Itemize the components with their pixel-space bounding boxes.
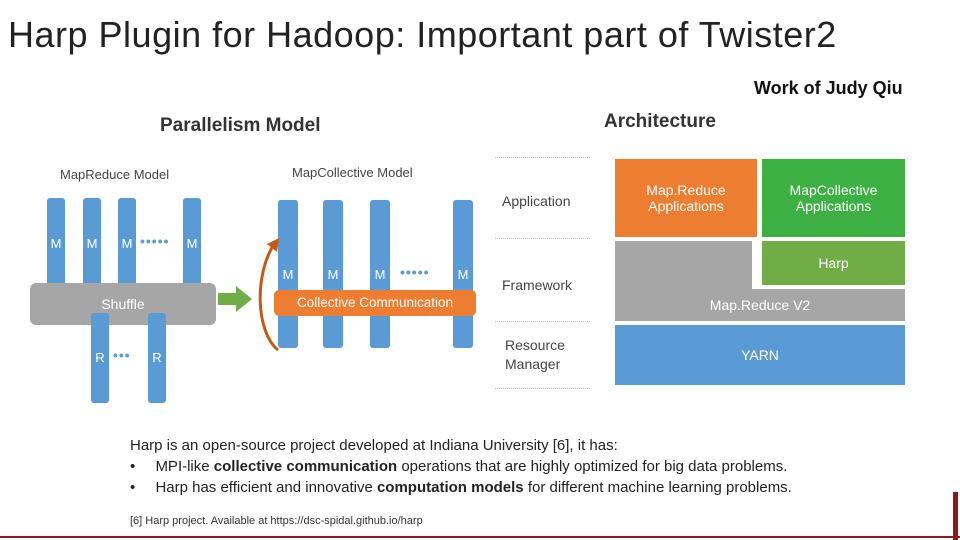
collective-mapper-label: M bbox=[374, 267, 386, 282]
layer-resource-line1: Resource bbox=[505, 337, 565, 353]
mapreduce-v2-box: Map.Reduce V2 bbox=[615, 289, 905, 321]
collective-mapper-ellipsis: ••••• bbox=[400, 264, 430, 280]
curved-arrow-icon bbox=[258, 238, 280, 352]
mapper-label: M bbox=[121, 236, 133, 251]
reducer-label: R bbox=[95, 350, 105, 365]
layer-divider bbox=[495, 321, 590, 322]
mapcollective-applications-box: MapCollective Applications bbox=[762, 159, 905, 237]
collective-mapper-label: M bbox=[327, 267, 339, 282]
layer-application: Application bbox=[502, 193, 571, 209]
reducer-label: R bbox=[152, 350, 162, 365]
mapper-label: M bbox=[86, 236, 98, 251]
layer-divider bbox=[495, 388, 590, 389]
mapcollective-model-label: MapCollective Model bbox=[292, 165, 413, 180]
mapper-ellipsis: ••••• bbox=[140, 233, 170, 249]
bullet-char: • bbox=[130, 479, 136, 496]
collective-communication-block: Collective Communication bbox=[274, 290, 476, 316]
mapper-label: M bbox=[50, 236, 62, 251]
yarn-box: YARN bbox=[615, 325, 905, 385]
collective-mapper-label: M bbox=[457, 267, 469, 282]
bullet-char: • bbox=[130, 458, 136, 475]
slide-title: Harp Plugin for Hadoop: Important part o… bbox=[8, 14, 837, 55]
bullet-1: • MPI-like collective communication oper… bbox=[130, 458, 787, 475]
architecture-heading: Architecture bbox=[604, 111, 716, 132]
description-intro: Harp is an open-source project developed… bbox=[130, 437, 618, 454]
mapper-bar bbox=[83, 198, 101, 288]
layer-resource-line2: Manager bbox=[505, 356, 561, 372]
reducer-ellipsis: ••• bbox=[113, 347, 131, 363]
mapper-bar bbox=[118, 198, 136, 288]
reference-text: [6] Harp project. Available at https://d… bbox=[130, 515, 423, 527]
bullet-2-pre: Harp has efficient and innovative bbox=[155, 479, 377, 496]
mapreduce-applications-box: Map.Reduce Applications bbox=[615, 159, 757, 237]
parallelism-heading: Parallelism Model bbox=[160, 115, 321, 136]
harp-box: Harp bbox=[762, 241, 905, 285]
mapper-label: M bbox=[186, 236, 198, 251]
bullet-2-post: for different machine learning problems. bbox=[523, 479, 792, 496]
reducer-bar bbox=[91, 313, 109, 403]
bottom-rule bbox=[0, 536, 960, 538]
bullet-2-bold: computation models bbox=[376, 479, 524, 496]
mapreduce-model-label: MapReduce Model bbox=[60, 167, 170, 182]
right-arrow-icon bbox=[218, 286, 252, 312]
collective-mapper-label: M bbox=[282, 267, 294, 282]
mapper-bar bbox=[47, 198, 65, 288]
layer-divider bbox=[495, 238, 590, 239]
shuffle-block: Shuffle bbox=[30, 283, 216, 325]
mapcollective-applications-line1: MapCollective bbox=[789, 182, 878, 198]
layer-divider bbox=[495, 157, 590, 158]
attribution: Work of Judy Qiu bbox=[754, 78, 903, 98]
bullet-1-bold: collective communication bbox=[213, 458, 398, 475]
accent-bar bbox=[953, 492, 958, 540]
mapreduce-applications-line2: Applications bbox=[648, 198, 724, 214]
mapper-bar bbox=[183, 198, 201, 288]
reducer-bar bbox=[148, 313, 166, 403]
bullet-2: • Harp has efficient and innovative comp… bbox=[130, 479, 792, 496]
mapreduce-applications-line1: Map.Reduce bbox=[646, 182, 726, 198]
bullet-1-post: operations that are highly optimized for… bbox=[397, 458, 788, 475]
mapcollective-applications-line2: Applications bbox=[795, 198, 872, 214]
layer-framework: Framework bbox=[502, 277, 573, 293]
bullet-1-pre: MPI-like bbox=[155, 458, 214, 475]
